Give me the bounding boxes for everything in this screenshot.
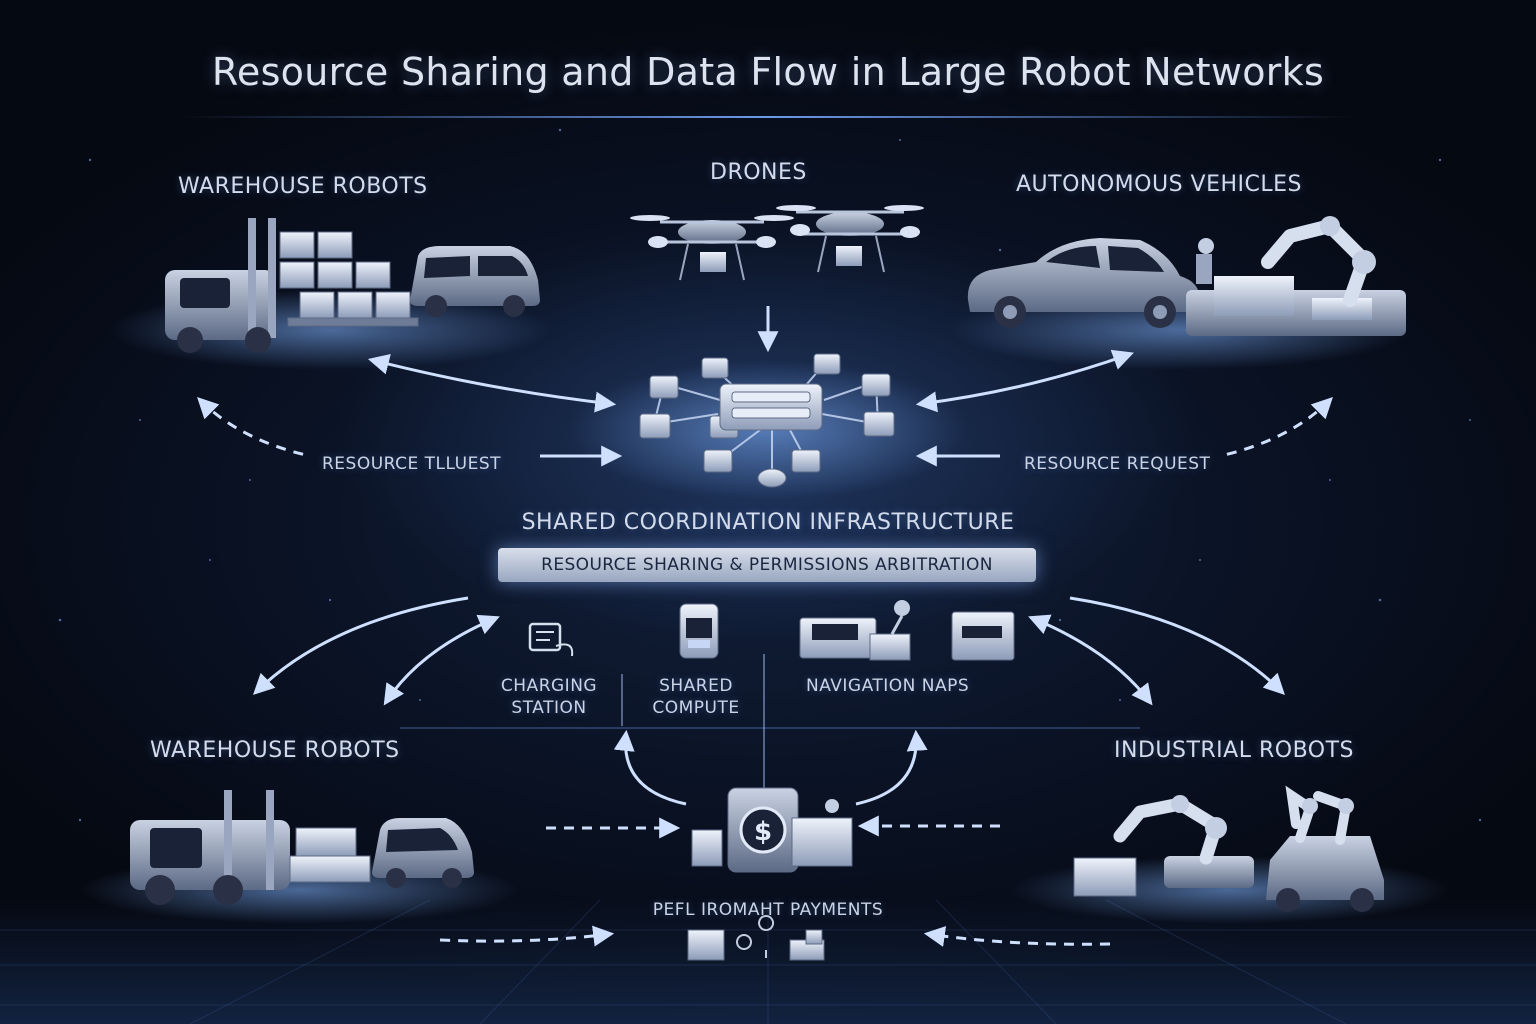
label-payments: PEFL IROMAHT PAYMENTS: [652, 900, 884, 920]
phone-compute-icon: [679, 603, 719, 659]
flow-arrows-top: [197, 306, 1333, 467]
forklift-icon: [130, 790, 371, 905]
dollar-payment-icon: $: [691, 787, 853, 873]
cargo-boxes: [279, 231, 419, 327]
label-navigation-maps: NAVIGATION NAPS: [806, 676, 970, 696]
drone-icon: [776, 205, 924, 273]
forklift-icon: [165, 218, 276, 353]
car-icon: [967, 238, 1200, 328]
navigation-map-icon: [799, 600, 1015, 661]
svg-text:$: $: [754, 817, 772, 847]
label-warehouse-robots-bottom: WAREHOUSE ROBOTS: [150, 738, 400, 763]
van-icon: [372, 818, 474, 888]
flow-arrows-middle: [252, 596, 1285, 947]
page-title: Resource Sharing and Data Flow in Large …: [211, 50, 1325, 94]
label-resource-request-left: RESOURCE TLLUEST: [322, 454, 501, 474]
hub-title: SHARED COORDINATION INFRASTRUCTURE: [521, 510, 1015, 535]
arbitration-badge: RESOURCE SHARING & PERMISSIONS ARBITRATI…: [498, 548, 1036, 582]
robot-arm-icon: [1266, 785, 1384, 912]
charging-station-icon: [528, 622, 574, 657]
label-charging-line2: STATION: [511, 698, 587, 718]
payment-mini-icons: [687, 915, 825, 961]
robot-arm-icon: [1073, 795, 1254, 897]
label-compute-line2: COMPUTE: [652, 698, 740, 718]
drone-icon: [630, 215, 794, 281]
label-industrial-robots: INDUSTRIAL ROBOTS: [1114, 738, 1354, 763]
label-compute-line1: SHARED: [659, 676, 733, 696]
separators: [400, 654, 1140, 800]
label-autonomous-vehicles: AUTONOMOUS VEHICLES: [1016, 172, 1303, 197]
label-drones: DRONES: [710, 160, 807, 185]
robot-arm-icon: [1186, 216, 1406, 336]
title-divider: [180, 116, 1356, 118]
label-warehouse-robots-top: WAREHOUSE ROBOTS: [178, 174, 428, 199]
van-icon: [410, 246, 540, 317]
arbitration-badge-label: RESOURCE SHARING & PERMISSIONS ARBITRATI…: [541, 555, 993, 575]
network-hub-icon: [639, 353, 895, 488]
label-resource-request-right: RESOURCE REQUEST: [1024, 454, 1211, 474]
label-charging-line1: CHARGING: [500, 676, 598, 696]
